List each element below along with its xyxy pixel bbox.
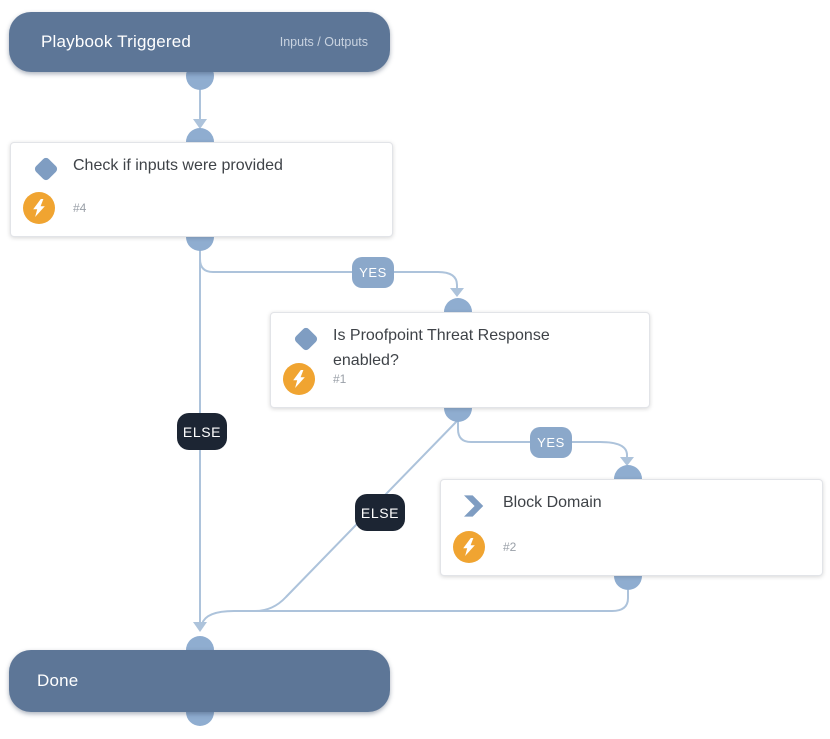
lightning-bolt-icon xyxy=(23,192,55,224)
arrowhead-icon xyxy=(193,119,207,129)
block-title: Check if inputs were provided xyxy=(73,157,283,174)
arrowhead-icon xyxy=(620,457,634,466)
block-title: Is Proofpoint Threat Response enabled? xyxy=(333,327,550,369)
inputs-outputs-link[interactable]: Inputs / Outputs xyxy=(279,35,368,49)
edge-label-yes-1[interactable]: YES xyxy=(352,257,394,288)
diamond-icon xyxy=(287,325,325,353)
edge-label-else-2[interactable]: ELSE xyxy=(355,494,405,531)
playbook-triggered-title: Playbook Triggered xyxy=(41,32,192,51)
chevron-right-icon xyxy=(457,492,495,520)
done-title: Done xyxy=(37,671,79,690)
block-title: Block Domain xyxy=(503,494,602,511)
arrowhead-icon xyxy=(193,622,207,632)
block-ref: #1 xyxy=(333,372,347,386)
playbook-triggered-node[interactable]: Playbook Triggered Inputs / Outputs xyxy=(9,12,390,72)
lightning-bolt-icon xyxy=(283,363,315,395)
done-node[interactable]: Done xyxy=(9,650,390,712)
edge-yes-to-proofpoint xyxy=(199,248,458,289)
diamond-icon xyxy=(27,155,65,183)
edge-label-yes-2[interactable]: YES xyxy=(530,427,572,458)
lightning-bolt-icon xyxy=(453,531,485,563)
edge-else-diagonal-to-done xyxy=(248,419,459,612)
edge-label-else-1[interactable]: ELSE xyxy=(177,413,227,450)
block-proofpoint-enabled[interactable]: Is Proofpoint Threat Response enabled? #… xyxy=(270,312,650,408)
block-ref: #4 xyxy=(73,201,87,215)
block-block-domain[interactable]: Block Domain #2 xyxy=(440,479,823,576)
edge-block-domain-to-done xyxy=(201,590,629,625)
arrowhead-icon xyxy=(450,288,464,297)
block-ref: #2 xyxy=(503,540,517,554)
block-check-inputs[interactable]: Check if inputs were provided #4 xyxy=(10,142,393,237)
